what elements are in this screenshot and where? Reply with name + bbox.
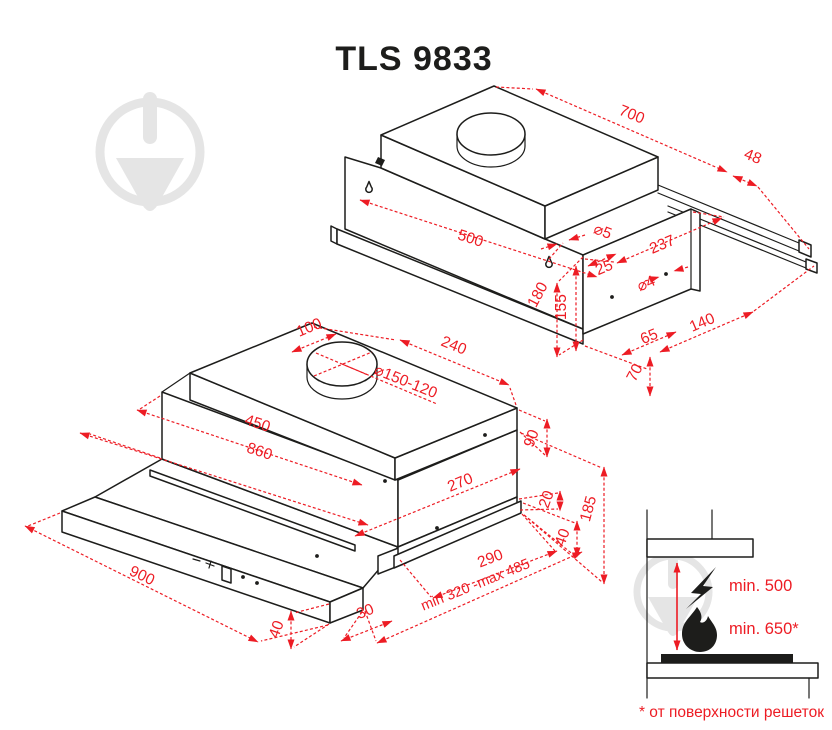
clearance-inset: min. 500 min. 650* — [633, 509, 819, 699]
electric-clearance-label: min. 500 — [729, 577, 792, 595]
dim-label-90: 90 — [521, 427, 543, 449]
indicator-dot — [241, 575, 245, 579]
keyhole-mount-hole — [365, 180, 373, 194]
dim-label-25: 25 — [593, 257, 616, 279]
bottom-view-dimension-lines — [24, 326, 608, 650]
indicator-dot — [255, 581, 259, 585]
lightning-icon — [686, 567, 716, 609]
top-view-dimension-lines — [359, 86, 815, 397]
dim-label-155: 155 — [553, 294, 570, 320]
duct-outlet — [456, 112, 526, 168]
dim-label-dia5: ⌀5 — [591, 221, 614, 243]
screw-hole-dot — [435, 526, 439, 530]
switch-slider — [221, 565, 232, 584]
logo-watermark — [95, 92, 205, 211]
footnote: * от поверхности решеток — [639, 704, 824, 721]
hood-section — [646, 538, 754, 558]
mount-bracket — [375, 157, 385, 166]
dim-label-dia4: ⌀4 — [635, 272, 659, 295]
dim-label-40-right: 40 — [552, 526, 574, 548]
counter-section — [646, 662, 819, 679]
screw-hole-dot — [664, 272, 668, 276]
dim-label-20: 20 — [536, 488, 558, 510]
dim-label-65: 65 — [638, 326, 661, 348]
dim-label-700: 700 — [617, 102, 648, 128]
dim-label-48: 48 — [742, 146, 764, 168]
gas-clearance-label: min. 650* — [729, 620, 799, 638]
page-title: TLS 9833 — [335, 40, 492, 78]
screw-hole-dot — [315, 554, 319, 558]
flame-icon — [682, 607, 717, 652]
top-view-drawing: 700 48 500 ⌀5 237 25 ⌀4 180 155 65 140 7… — [330, 85, 818, 397]
cooktop-grate — [661, 654, 793, 663]
bottom-view-drawing: 100 240 ⌀150-120 450 860 270 90 20 185 4… — [24, 315, 608, 650]
screw-hole-dot — [383, 479, 387, 483]
dim-label-70: 70 — [623, 361, 646, 385]
dim-label-900: 900 — [127, 563, 158, 589]
dim-label-30: 30 — [354, 601, 377, 623]
dim-label-240: 240 — [439, 333, 470, 359]
screw-hole-dot — [610, 295, 614, 299]
dim-label-slide-range: min 320 -max 485 — [419, 556, 533, 614]
dim-label-40-left: 40 — [266, 618, 288, 640]
screw-hole-dot — [483, 433, 487, 437]
dim-label-140: 140 — [687, 310, 718, 336]
dim-label-185: 185 — [577, 494, 600, 523]
frame-end-cap — [330, 225, 338, 245]
